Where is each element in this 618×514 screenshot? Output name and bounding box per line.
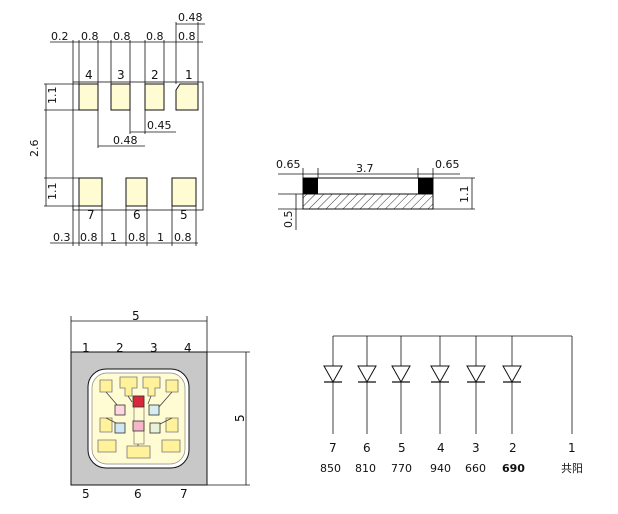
pkg-pin-1: 1 [82, 341, 90, 355]
dim-bottom-2: 1 [110, 231, 117, 244]
dim-bottom-1: 0.8 [80, 231, 98, 244]
pkg-pin-7: 7 [180, 487, 188, 501]
dim-top-3: 0.8 [146, 30, 164, 43]
pin-label-6: 6 [133, 208, 141, 222]
side-dim-left: 0.5 [282, 211, 295, 229]
lead-frame [97, 376, 181, 459]
schem-pin-3: 3 [472, 441, 480, 455]
side-left-block [303, 178, 318, 194]
pad-7 [78, 177, 103, 207]
side-right-block [418, 178, 433, 194]
pin-label-2: 2 [151, 68, 159, 82]
diode-pin-2 [502, 336, 522, 434]
side-dim-top-2: 0.65 [435, 158, 460, 171]
schem-pin-5: 5 [398, 441, 406, 455]
wire-bonds [105, 391, 173, 446]
common-anode-label: 共阳 [561, 462, 583, 475]
package-height-label: 5 [233, 414, 247, 422]
dim-top-pad-width: 0.48 [178, 11, 203, 24]
diode-pin-4 [430, 336, 450, 434]
pkg-pin-2: 2 [116, 341, 124, 355]
wavelength-660: 660 [465, 462, 486, 475]
footprint-view: 0.48 0.2 0.8 0.8 0.8 0.8 4 3 2 1 1.1 2.6… [28, 11, 205, 246]
side-dim-top-1: 3.7 [356, 162, 374, 175]
dim-top-1: 0.8 [81, 30, 99, 43]
pin-label-3: 3 [117, 68, 125, 82]
diode-pin-6 [357, 336, 377, 434]
pad-4 [78, 83, 99, 111]
wavelength-850: 850 [320, 462, 341, 475]
wavelength-690: 690 [502, 462, 525, 475]
side-lens [302, 177, 434, 195]
pad-2 [144, 83, 165, 111]
schem-pin-7: 7 [329, 441, 337, 455]
pad-1 [175, 83, 199, 111]
package-width-label: 5 [132, 309, 140, 323]
dim-top-0: 0.2 [51, 30, 69, 43]
diode-array [323, 336, 522, 434]
diode-pin-3 [466, 336, 486, 434]
wavelength-940: 940 [430, 462, 451, 475]
side-dim-right: 1.1 [458, 186, 471, 204]
chip-pink [114, 404, 126, 416]
dim-left-0: 1.1 [46, 87, 59, 105]
side-dim-top-0: 0.65 [276, 158, 301, 171]
side-view: 0.65 3.7 0.65 1.1 0.5 [276, 158, 475, 230]
pad-6 [125, 177, 148, 207]
package-dim-lines [70, 316, 250, 486]
pkg-pin-3: 3 [150, 341, 158, 355]
pin-label-4: 4 [85, 68, 93, 82]
chip-blue [114, 422, 126, 434]
dim-left-2: 1.1 [46, 183, 59, 201]
mid-dim-lines [97, 110, 176, 148]
dim-bottom-0: 0.3 [53, 231, 71, 244]
top-extension-lines [50, 22, 205, 84]
chip-rose [132, 420, 145, 432]
dim-mid-0: 0.45 [147, 119, 172, 132]
dim-mid-1: 0.48 [113, 134, 138, 147]
pkg-pin-4: 4 [184, 341, 192, 355]
package-view: 5 5 [70, 309, 250, 501]
wavelength-810: 810 [355, 462, 376, 475]
dim-top-2: 0.8 [113, 30, 131, 43]
bottom-extension-lines [50, 206, 198, 246]
footprint-outline [72, 81, 204, 211]
chip-cyan [148, 404, 160, 416]
dim-left-1: 2.6 [28, 140, 41, 158]
dim-top-4: 0.8 [178, 30, 196, 43]
side-substrate [302, 193, 434, 210]
pad-3 [110, 83, 131, 111]
pad-5 [171, 177, 197, 207]
diode-pin-7 [323, 336, 343, 434]
pin-label-5: 5 [180, 208, 188, 222]
schem-pin-2: 2 [509, 441, 517, 455]
pin-label-7: 7 [87, 208, 95, 222]
dim-bottom-5: 0.8 [174, 231, 192, 244]
pkg-pin-6: 6 [134, 487, 142, 501]
wavelength-770: 770 [391, 462, 412, 475]
diode-pin-5 [391, 336, 411, 434]
schem-pin-4: 4 [437, 441, 445, 455]
dim-bottom-4: 1 [157, 231, 164, 244]
pin-label-1: 1 [185, 68, 193, 82]
schematic-view: 7 6 5 4 3 2 1 850 810 770 940 660 690 共阳 [320, 335, 583, 475]
schem-pin-1: 1 [568, 441, 576, 455]
chip-green [149, 422, 161, 434]
pkg-pin-5: 5 [82, 487, 90, 501]
dim-bottom-3: 0.8 [128, 231, 146, 244]
chip-red [132, 395, 145, 408]
side-dim-lines [278, 168, 475, 230]
schem-pin-6: 6 [363, 441, 371, 455]
